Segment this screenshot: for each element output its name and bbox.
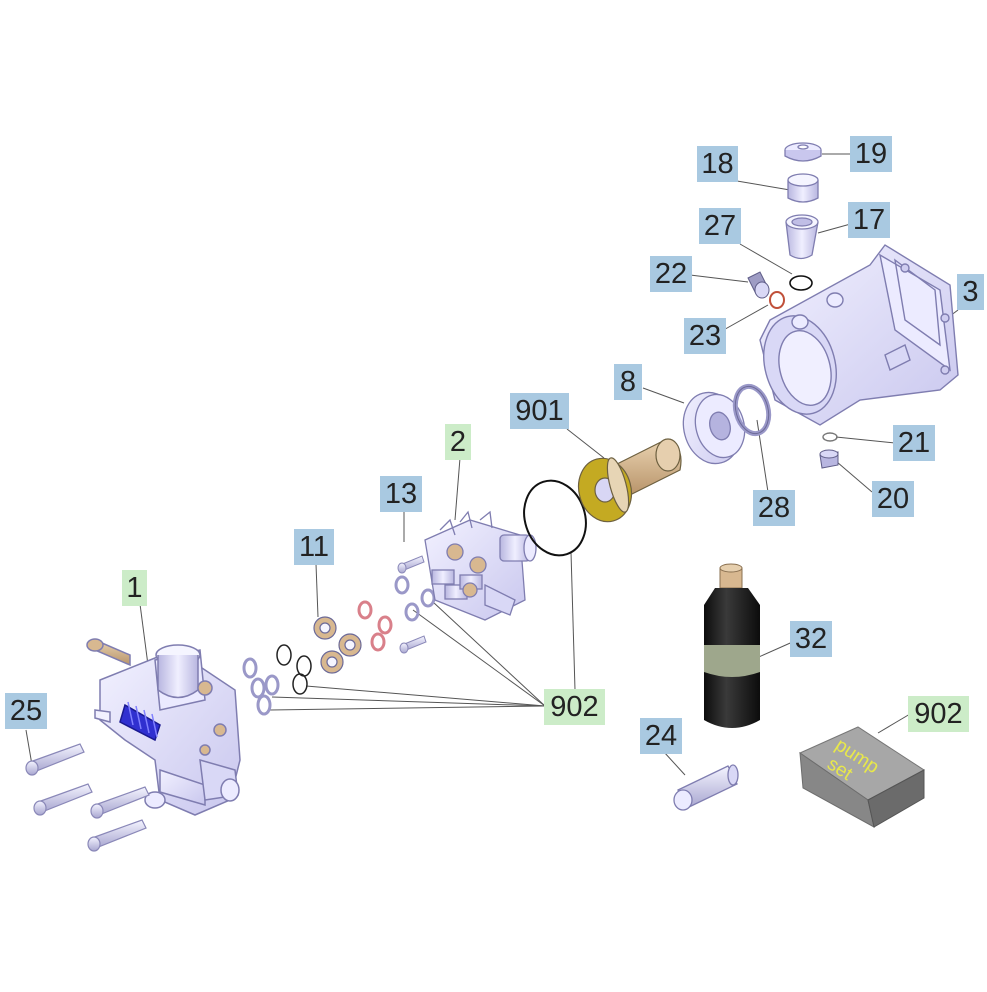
callout-2: 2 bbox=[445, 424, 471, 460]
oil-cap-parts bbox=[784, 142, 822, 260]
shaft-seal-part bbox=[577, 438, 682, 523]
callout-902-pump-set: 902 bbox=[908, 696, 969, 732]
callout-20: 20 bbox=[872, 481, 914, 517]
callout-32: 32 bbox=[790, 621, 832, 657]
callout-23: 23 bbox=[684, 318, 726, 354]
piston-assembly-part bbox=[424, 510, 537, 621]
callout-19: 19 bbox=[850, 136, 892, 172]
drain-parts bbox=[819, 432, 839, 469]
callout-18: 18 bbox=[697, 146, 738, 182]
callout-28: 28 bbox=[753, 490, 795, 526]
bolts-part bbox=[25, 743, 150, 852]
callout-22: 22 bbox=[650, 256, 692, 292]
callout-21: 21 bbox=[893, 425, 935, 461]
screws-part bbox=[397, 555, 427, 654]
valves-part bbox=[313, 616, 362, 674]
callout-27: 27 bbox=[699, 208, 741, 244]
small-seal-parts bbox=[747, 271, 813, 309]
oil-bottle-part bbox=[704, 563, 760, 728]
callout-24: 24 bbox=[640, 718, 682, 754]
pump-set-box: pump set bbox=[798, 726, 925, 828]
callout-13: 13 bbox=[380, 476, 422, 512]
pin-part bbox=[673, 764, 739, 811]
callout-3: 3 bbox=[957, 274, 984, 310]
bearing-part bbox=[682, 391, 746, 465]
ring-28-part bbox=[732, 383, 772, 437]
pump-head-part bbox=[86, 638, 241, 816]
callout-25: 25 bbox=[5, 693, 47, 729]
large-oring-part bbox=[523, 479, 587, 557]
seal-rings bbox=[242, 575, 436, 716]
callout-11: 11 bbox=[294, 529, 334, 565]
callout-1: 1 bbox=[122, 570, 147, 606]
callout-901: 901 bbox=[510, 393, 569, 429]
callout-902-seals: 902 bbox=[544, 689, 605, 725]
callout-8: 8 bbox=[614, 364, 642, 400]
housing-part bbox=[759, 244, 959, 426]
leader-lines bbox=[25, 153, 959, 776]
callout-17: 17 bbox=[848, 202, 890, 238]
